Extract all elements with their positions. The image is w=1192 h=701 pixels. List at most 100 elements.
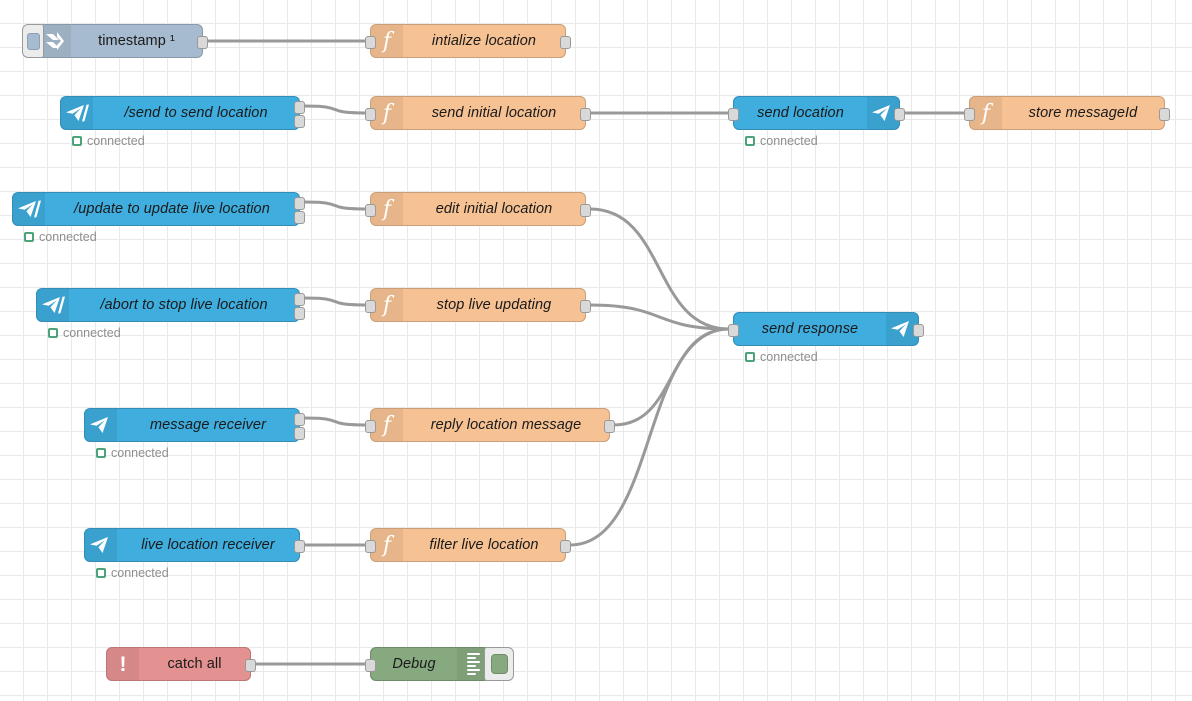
node-label: Debug — [392, 656, 436, 672]
status-square-icon — [745, 136, 755, 146]
node-label: send location — [757, 105, 844, 121]
input-port[interactable] — [964, 107, 975, 121]
inject-arrow-icon — [39, 25, 71, 57]
output-port-0[interactable] — [1159, 107, 1170, 121]
node-message-receiver[interactable]: message receiver — [84, 408, 305, 442]
node-label: send response — [761, 321, 859, 337]
wire-reply-location-message-to-send-response[interactable] — [613, 327, 730, 427]
output-port-1[interactable] — [294, 306, 305, 320]
node-stop-live-updating[interactable]: f stop live updating — [365, 288, 591, 322]
telegram-plane-icon — [867, 97, 899, 129]
input-port[interactable] — [365, 419, 376, 433]
output-port-0[interactable] — [580, 107, 591, 121]
input-port[interactable] — [365, 107, 376, 121]
output-port-0[interactable] — [294, 539, 305, 553]
node-catch-all[interactable]: !catch all — [106, 647, 256, 681]
svg-text:f: f — [381, 293, 395, 317]
wire-edit-initial-location-to-send-response[interactable] — [589, 207, 730, 331]
node-send-location[interactable]: send location — [728, 96, 905, 130]
output-port-0[interactable] — [604, 419, 615, 433]
output-port-0[interactable] — [894, 107, 905, 121]
node-label: send initial location — [431, 105, 557, 121]
telegram-plane-icon — [886, 313, 918, 345]
status-text: connected — [111, 566, 169, 580]
status-text: connected — [39, 230, 97, 244]
telegram-command-icon — [61, 97, 93, 129]
input-port[interactable] — [728, 107, 739, 121]
output-port-0[interactable] — [294, 412, 305, 426]
inject-trigger-button[interactable] — [22, 24, 44, 58]
node-label: /send to send location — [124, 105, 268, 121]
output-port-0[interactable] — [294, 292, 305, 306]
output-port-0[interactable] — [197, 35, 208, 49]
output-port-0[interactable] — [580, 203, 591, 217]
output-port-0[interactable] — [560, 35, 571, 49]
input-port[interactable] — [365, 539, 376, 553]
wire-stop-live-updating-to-send-response[interactable] — [589, 303, 730, 331]
output-port-1[interactable] — [294, 426, 305, 440]
telegram-plane-icon — [85, 409, 117, 441]
output-port-0[interactable] — [560, 539, 571, 553]
node-status: connected — [96, 566, 169, 580]
output-port-1[interactable] — [294, 210, 305, 224]
status-text: connected — [760, 134, 818, 148]
input-port[interactable] — [728, 323, 739, 337]
wire-message-receiver-to-reply-location-message[interactable] — [303, 416, 367, 427]
node-label: /abort to stop live location — [100, 297, 268, 313]
svg-text:f: f — [980, 101, 994, 125]
output-port-0[interactable] — [294, 196, 305, 210]
input-port[interactable] — [365, 658, 376, 672]
node-send-command[interactable]: /send to send location — [60, 96, 305, 130]
output-port-0[interactable] — [245, 658, 256, 672]
function-f-icon: f — [371, 193, 403, 225]
status-square-icon — [24, 232, 34, 242]
output-port-0[interactable] — [294, 100, 305, 114]
node-label: timestamp ¹ — [98, 33, 175, 49]
node-abort-command[interactable]: /abort to stop live location — [36, 288, 305, 322]
node-label: message receiver — [149, 417, 267, 433]
svg-text:f: f — [381, 101, 395, 125]
status-text: connected — [87, 134, 145, 148]
node-status: connected — [96, 446, 169, 460]
node-filter-live-location[interactable]: f filter live location — [365, 528, 571, 562]
node-label: intialize location — [431, 33, 537, 49]
wire-send-command-to-send-initial-location[interactable] — [303, 104, 367, 115]
node-label: catch all — [167, 656, 222, 672]
output-port-0[interactable] — [580, 299, 591, 313]
node-send-response[interactable]: send response — [728, 312, 924, 346]
svg-text:f: f — [381, 197, 395, 221]
telegram-command-icon — [37, 289, 69, 321]
input-port[interactable] — [365, 299, 376, 313]
status-text: connected — [63, 326, 121, 340]
status-square-icon — [745, 352, 755, 362]
function-f-icon: f — [371, 97, 403, 129]
node-label: stop live updating — [436, 297, 552, 313]
node-status: connected — [48, 326, 121, 340]
svg-text:f: f — [381, 533, 395, 557]
input-port[interactable] — [365, 203, 376, 217]
wire-abort-command-to-stop-live-updating[interactable] — [303, 296, 367, 307]
debug-toggle-button[interactable] — [484, 647, 514, 681]
wire-update-command-to-edit-initial-location[interactable] — [303, 200, 367, 211]
node-live-location-receiver[interactable]: live location receiver — [84, 528, 305, 562]
status-square-icon — [48, 328, 58, 338]
node-send-initial-location[interactable]: f send initial location — [365, 96, 591, 130]
node-update-command[interactable]: /update to update live location — [12, 192, 305, 226]
node-intialize-location[interactable]: f intialize location — [365, 24, 571, 58]
status-square-icon — [96, 448, 106, 458]
output-port-1[interactable] — [294, 114, 305, 128]
output-port-0[interactable] — [913, 323, 924, 337]
function-f-icon: f — [371, 409, 403, 441]
input-port[interactable] — [365, 35, 376, 49]
node-label: filter live location — [429, 537, 539, 553]
function-f-icon: f — [371, 25, 403, 57]
node-timestamp[interactable]: timestamp ¹ — [22, 24, 208, 58]
node-store-messageid[interactable]: f store messageId — [964, 96, 1170, 130]
status-square-icon — [96, 568, 106, 578]
node-label: store messageId — [1028, 105, 1138, 121]
node-debug[interactable]: Debug — [365, 647, 514, 681]
telegram-command-icon — [13, 193, 45, 225]
